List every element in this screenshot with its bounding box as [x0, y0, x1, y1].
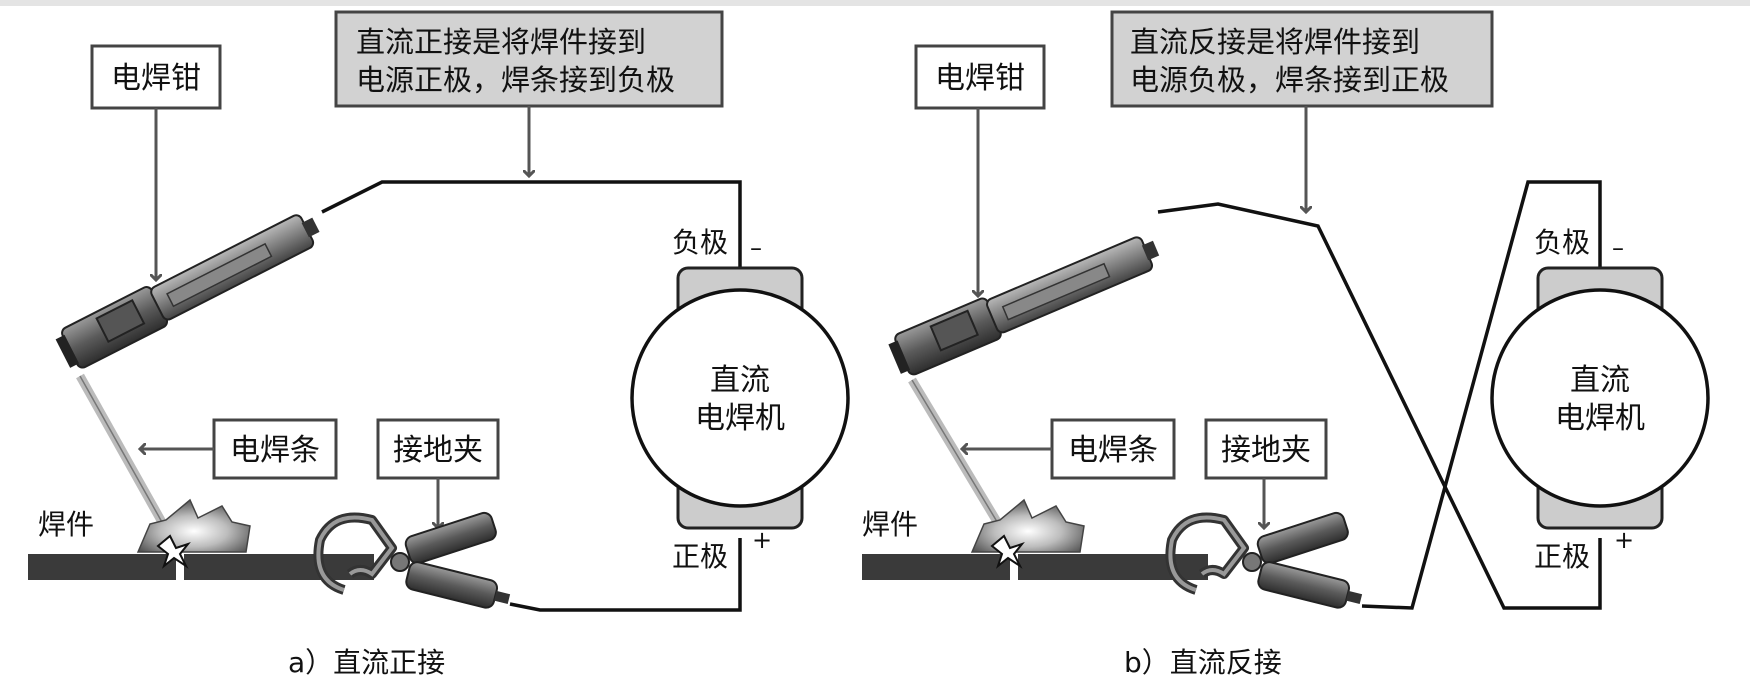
wire-holder-to-positive	[1157, 202, 1602, 610]
positive-terminal-label: 正极	[1534, 540, 1590, 573]
positive-sign: +	[1614, 526, 1634, 554]
holder-label-box	[90, 44, 222, 110]
clamp-label-box	[1204, 418, 1328, 480]
machine-label-line1: 直流	[1570, 363, 1630, 398]
clamp-label: 接地夹	[1221, 433, 1311, 468]
clamp-label: 接地夹	[393, 433, 483, 468]
electrode-label-box	[212, 418, 338, 480]
electrode-rod-outline	[79, 375, 173, 541]
workpiece-label: 焊件	[38, 508, 94, 541]
negative-terminal-label: 负极	[672, 226, 728, 259]
clamp-label-box	[376, 418, 500, 480]
electrode-label: 电焊条	[1068, 433, 1158, 468]
polarity-note-line1: 直流反接是将焊件接到	[1130, 25, 1420, 59]
panel-direct-positive: 直流 电焊机 负极 – 正极 + 直流正接是将焊件接到 电源正极，焊条接到负极 …	[28, 10, 850, 679]
negative-sign: –	[1612, 234, 1624, 262]
positive-terminal-label: 正极	[672, 540, 728, 573]
dc-welder-machine	[1490, 288, 1710, 508]
wire-clamp-to-negative	[1361, 180, 1602, 610]
dc-welder-machine	[630, 288, 850, 508]
workpiece-right-plate	[184, 554, 374, 580]
polarity-note-line2: 电源正极，焊条接到负极	[356, 63, 675, 97]
positive-sign: +	[752, 526, 772, 554]
polarity-note-line1: 直流正接是将焊件接到	[356, 25, 646, 59]
workpiece-label: 焊件	[862, 508, 918, 541]
workpiece-left-plate	[862, 554, 1010, 580]
electrode-label: 电焊条	[230, 433, 320, 468]
ground-clamp	[1165, 511, 1363, 609]
top-band	[0, 0, 1750, 6]
workpiece-left-plate	[28, 554, 176, 580]
electrode-holder	[888, 236, 1160, 376]
electrode-rod-outline	[911, 379, 1009, 541]
negative-sign: –	[750, 234, 762, 262]
polarity-note-line2: 电源负极，焊条接到正极	[1130, 63, 1449, 97]
caption: a）直流正接	[288, 646, 445, 679]
machine-label-line2: 电焊机	[695, 401, 785, 436]
polarity-note-box	[334, 10, 724, 108]
electrode-label-box	[1050, 418, 1176, 480]
machine-label-line2: 电焊机	[1555, 401, 1645, 436]
polarity-note-box	[1110, 10, 1494, 108]
electrode-holder	[55, 214, 320, 369]
arc-flash-star	[156, 534, 191, 569]
caption: b）直流反接	[1124, 646, 1282, 679]
panel-direct-reverse: 直流 电焊机 负极 – 正极 + 直流反接是将焊件接到 电源负极，焊条接到正极 …	[862, 10, 1710, 679]
wire-holder-to-negative	[321, 180, 742, 268]
holder-label: 电焊钳	[935, 61, 1025, 96]
holder-label: 电焊钳	[111, 61, 201, 96]
negative-terminal-label: 负极	[1534, 226, 1590, 259]
ground-clamp	[313, 511, 511, 609]
arc-flash-star	[990, 534, 1025, 569]
holder-label-box	[914, 44, 1046, 110]
wire-clamp-to-positive	[509, 538, 742, 612]
machine-label-line1: 直流	[710, 363, 770, 398]
